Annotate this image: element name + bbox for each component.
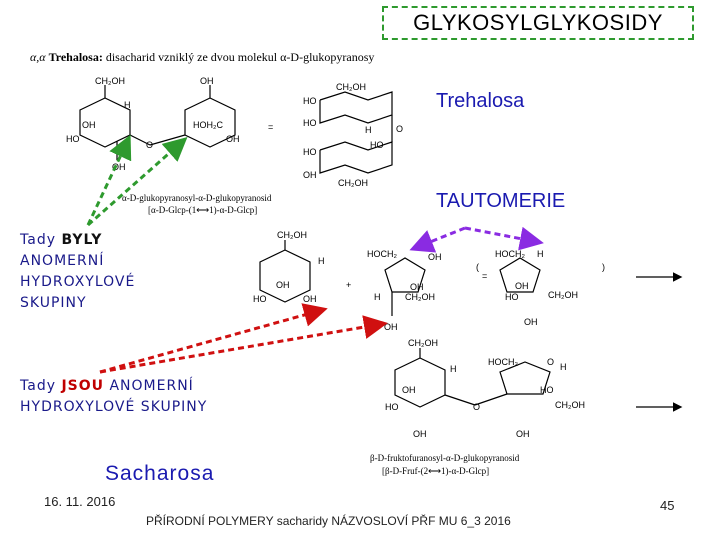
svg-text:OH: OH [410, 282, 424, 292]
svg-text:HOH₂C: HOH₂C [193, 120, 223, 130]
svg-text:CH₂OH: CH₂OH [555, 400, 585, 410]
svg-text:H: H [450, 364, 457, 374]
svg-text:OH: OH [516, 429, 530, 439]
purple-arrow-1 [409, 226, 466, 253]
annotation-byly-emph: BYLY [61, 232, 103, 248]
trehalose-description-text: disacharid vzniklý ze dvou molekul α-D-g… [105, 50, 375, 64]
red-arrow-1 [99, 303, 328, 374]
svg-text:OH: OH [384, 322, 398, 332]
svg-text:): ) [602, 262, 605, 272]
svg-text:CH₂OH: CH₂OH [277, 230, 307, 240]
svg-text:H: H [537, 249, 544, 259]
svg-text:OH: OH [303, 170, 317, 180]
svg-text:H: H [318, 256, 325, 266]
svg-text:O: O [473, 402, 480, 412]
svg-text:OH: OH [524, 317, 538, 327]
annotation-jsou: Tady JSOU ANOMERNÍ HYDROXYLOVÉ SKUPINY [20, 378, 208, 415]
trehalose-systematic-name: α-D-glukopyranosyl-α-D-glukopyranosid [122, 193, 272, 203]
svg-text:HO: HO [66, 134, 80, 144]
tautomerie-label: TAUTOMERIE [436, 190, 566, 212]
svg-text:OH: OH [428, 252, 442, 262]
svg-text:CH₂OH: CH₂OH [408, 338, 438, 348]
footer-date: 16. 11. 2016 [44, 494, 116, 509]
red-arrow-2 [99, 315, 388, 374]
svg-text:OH: OH [402, 385, 416, 395]
svg-text:OH: OH [413, 429, 427, 439]
svg-text:H: H [560, 362, 567, 372]
green-arrow-1 [86, 134, 132, 226]
svg-text:H: H [365, 125, 372, 135]
trehalose-formula: [α-D-Glcp-(1⟷1)-α-D-Glcp] [148, 205, 258, 215]
svg-text:O: O [396, 124, 403, 134]
green-arrow-2 [87, 137, 188, 227]
svg-text:OH: OH [112, 162, 126, 172]
footer-course: PŘÍRODNÍ POLYMERY sacharidy NÁZVOSLOVÍ P… [146, 514, 511, 528]
glucopyranose-labels: CH₂OH OH HO OH H + [253, 230, 351, 304]
svg-text:HO: HO [540, 385, 554, 395]
svg-text:HO: HO [303, 96, 317, 106]
svg-text:CH₂OH: CH₂OH [95, 76, 125, 86]
sucrose-labels: CH₂OH H OH HO OH O HOCH₂ O H HO CH₂OH OH [385, 338, 585, 439]
footer-page-number: 45 [660, 498, 675, 513]
glucopyranose-structure [259, 240, 311, 303]
svg-text:HO: HO [385, 402, 399, 412]
svg-text:OH: OH [200, 76, 214, 86]
purple-arrow-2 [464, 226, 544, 251]
trehalose-chair-labels: CH₂OH HO HO H O HO HO OH CH₂OH [303, 82, 403, 188]
svg-text:OH: OH [515, 281, 529, 291]
svg-text:CH₂OH: CH₂OH [338, 178, 368, 188]
fructofuranose-labels: HOCH₂ OH OH CH₂OH OH H = HOCH₂ H OH CH₂O… [367, 249, 605, 332]
svg-text:HO: HO [505, 292, 519, 302]
svg-text:OH: OH [226, 134, 240, 144]
slide-title: GLYKOSYLGLYKOSIDY [382, 6, 694, 40]
sucrose-formula: [β-D-Fruf-(2⟷1)-α-D-Glcp] [382, 466, 490, 476]
sucrose-structure [394, 348, 551, 408]
svg-text:=: = [268, 122, 273, 132]
trehalose-description: α,α Trehalosa: disacharid vzniklý ze dvo… [30, 50, 374, 65]
svg-text:CH₂OH: CH₂OH [405, 292, 435, 302]
svg-text:HOCH₂: HOCH₂ [367, 249, 397, 259]
trehalose-name: Trehalosa: [48, 50, 103, 64]
svg-text:O: O [146, 140, 153, 150]
svg-text:H: H [124, 100, 131, 110]
svg-text:(: ( [476, 262, 479, 272]
fructofuranose-structure [384, 257, 541, 316]
svg-text:HO: HO [253, 294, 267, 304]
alpha-alpha-prefix: α,α [30, 50, 46, 64]
svg-text:H: H [374, 292, 381, 302]
svg-text:OH: OH [303, 294, 317, 304]
trehalose-haworth-labels: CH₂OH OH OH HO HOH₂C OH O OH H = [66, 76, 273, 172]
svg-text:=: = [482, 271, 487, 281]
svg-text:HO: HO [370, 140, 384, 150]
svg-text:+: + [346, 280, 351, 290]
sucrose-systematic-name: β-D-fruktofuranosyl-α-D-glukopyranosid [370, 453, 520, 463]
annotation-byly: Tady BYLY ANOMERNÍ HYDROXYLOVÉ SKUPINY [20, 232, 136, 311]
svg-text:HO: HO [303, 147, 317, 157]
svg-text:CH₂OH: CH₂OH [548, 290, 578, 300]
svg-text:HO: HO [303, 118, 317, 128]
svg-text:CH₂OH: CH₂OH [336, 82, 366, 92]
svg-text:HOCH₂: HOCH₂ [488, 357, 518, 367]
svg-text:OH: OH [82, 120, 96, 130]
svg-text:HOCH₂: HOCH₂ [495, 249, 525, 259]
trehalosa-label: Trehalosa [436, 90, 525, 112]
svg-text:OH: OH [276, 280, 290, 290]
svg-text:O: O [547, 357, 554, 367]
sacharosa-label: Sacharosa [105, 462, 215, 485]
annotation-jsou-emph: JSOU [61, 378, 105, 394]
trehalose-chair-structure [319, 91, 393, 174]
